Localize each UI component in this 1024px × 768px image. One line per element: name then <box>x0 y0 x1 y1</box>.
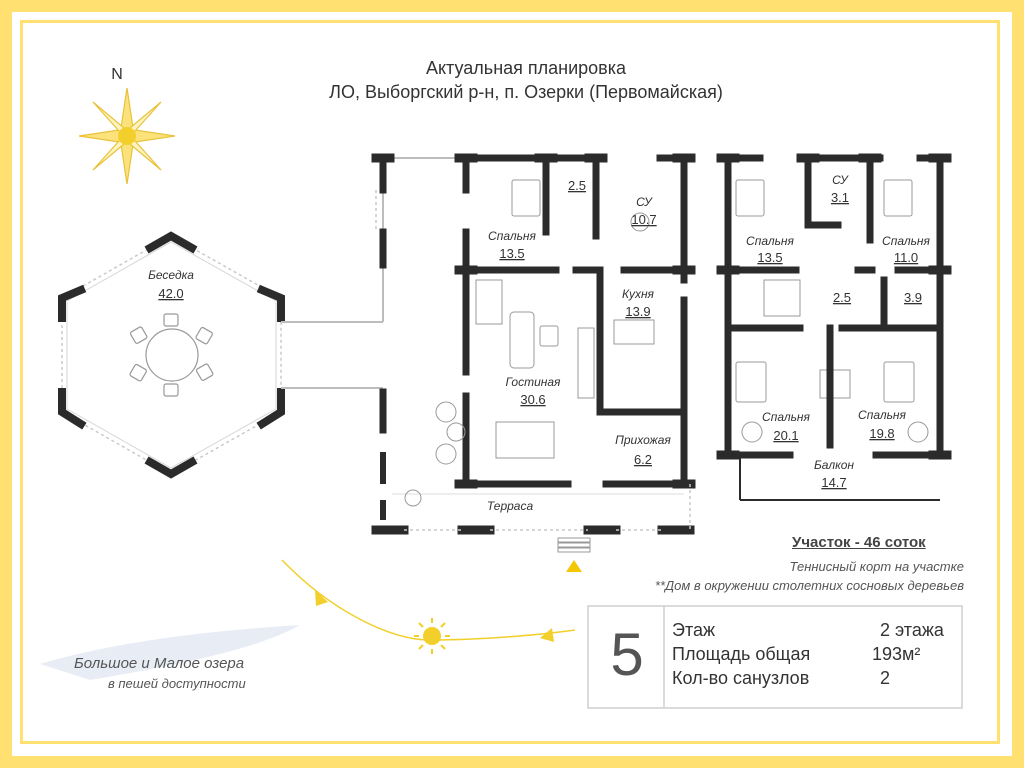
lake-wave-icon <box>40 625 300 680</box>
floor-1-plan: Спальня 13.5 2.5 СУ 10.7 Кухня 13.9 Гост… <box>371 153 929 572</box>
f2-bedroom-b-area: 11.0 <box>894 250 918 265</box>
f1-living-name: Гостиная <box>506 375 561 389</box>
compass-north-label: N <box>111 66 123 83</box>
sun-path <box>281 559 576 654</box>
compass-rose-icon: N <box>78 66 176 185</box>
info-row-2-value: 193м² <box>872 644 921 664</box>
f2-bedroom-b-name: Спальня <box>882 234 930 248</box>
info-number: 5 <box>610 621 644 688</box>
f1-bedroom-name: Спальня <box>488 229 536 243</box>
f2-bathroom-name: СУ <box>832 173 849 187</box>
page-frame <box>12 12 1012 756</box>
f1-living-area: 30.6 <box>520 392 545 407</box>
sun-icon <box>414 618 450 654</box>
plot-note-2: **Дом в окружении столетних сосновых дер… <box>654 578 964 593</box>
f2-bedroom-a-area: 13.5 <box>757 250 782 265</box>
plot-title: Участок - 46 соток <box>792 534 926 551</box>
f1-bedroom-area: 13.5 <box>499 246 524 261</box>
info-row-3-value: 2 <box>880 668 891 688</box>
f1-terrace-name: Терраса <box>487 499 534 513</box>
f2-corridor-area: 2.5 <box>833 290 851 305</box>
gazebo-table-icon <box>129 313 214 397</box>
plot-note-1: Теннисный корт на участке <box>789 559 964 574</box>
entrance-arrow-icon <box>566 560 582 572</box>
f2-bedroom-c-name: Спальня <box>762 410 810 424</box>
info-row-3-label: Кол-во санузлов <box>672 668 810 688</box>
f2-bedroom-c-area: 20.1 <box>773 428 798 443</box>
lakes-line-2: в пешей доступности <box>108 676 246 691</box>
f2-bedroom-d-name: Спальня <box>858 408 906 422</box>
f1-closet-area: 2.5 <box>568 178 586 193</box>
f1-bathroom-name: СУ <box>636 195 653 209</box>
title-line-1: Актуальная планировка <box>426 58 627 78</box>
f2-bathroom-area: 3.1 <box>831 190 849 205</box>
info-box <box>587 605 963 709</box>
gazebo: Беседка 42.0 <box>58 231 285 479</box>
info-row-1-label: Этаж <box>672 620 716 640</box>
f1-bathroom-area: 10.7 <box>631 212 656 227</box>
f2-bedroom-d-area: 19.8 <box>869 426 894 441</box>
floor-2-plan: Спальня 13.5 СУ 3.1 Спальня 11.0 2.5 3.9… <box>716 153 952 501</box>
f2-storage-area: 3.9 <box>904 290 922 305</box>
info-row-2-label: Площадь общая <box>672 644 811 664</box>
f2-bedroom-a-name: Спальня <box>746 234 794 248</box>
entrance-steps <box>557 537 591 553</box>
lakes-line-1: Большое и Малое озера <box>74 655 245 672</box>
title-line-2: ЛО, Выборгский р-н, п. Озерки (Первомайс… <box>329 82 723 102</box>
f2-balcony-area: 14.7 <box>821 475 846 490</box>
f1-kitchen-name: Кухня <box>622 287 655 301</box>
sun-path-arrow-icon <box>315 590 328 606</box>
inner-border <box>20 20 1000 744</box>
f1-hall-name: Прихожая <box>615 433 671 447</box>
gazebo-name: Беседка <box>148 268 194 282</box>
f1-hall-area: 6.2 <box>634 452 652 467</box>
walkway <box>281 157 466 389</box>
info-row-1-value: 2 этажа <box>880 620 944 640</box>
f1-kitchen-area: 13.9 <box>625 304 650 319</box>
furniture-icons <box>404 179 929 507</box>
f2-balcony-name: Балкон <box>814 458 854 472</box>
sun-path-arrow-icon-2 <box>540 628 554 642</box>
gazebo-area: 42.0 <box>158 286 183 301</box>
